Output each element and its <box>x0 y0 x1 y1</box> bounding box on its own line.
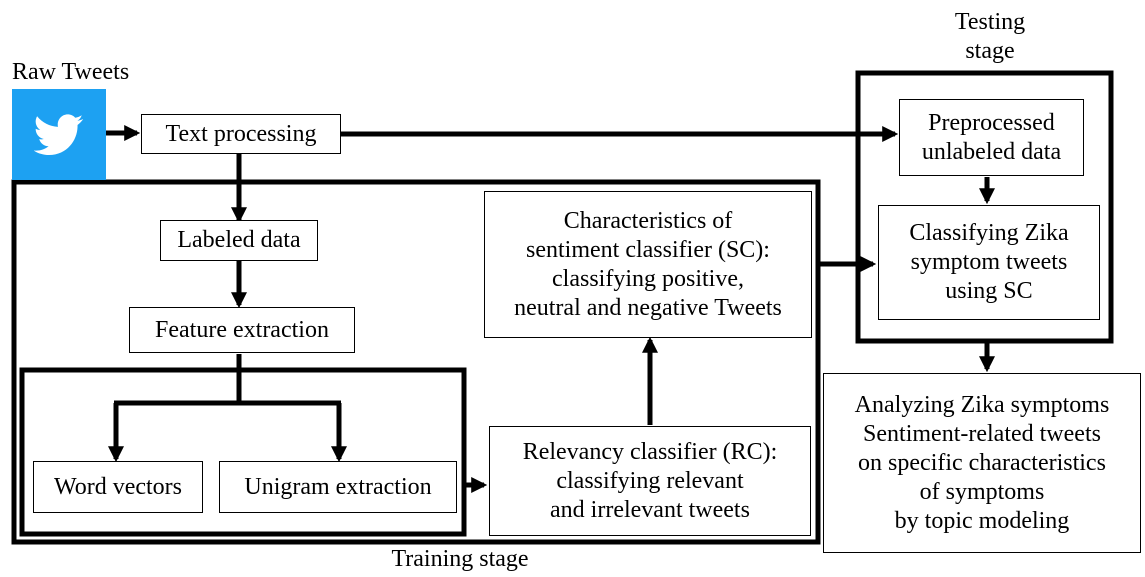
unigram-extraction-label: Unigram extraction <box>244 473 432 500</box>
preprocessed-unlabeled-label: Preprocessed unlabeled data <box>921 109 1062 165</box>
relevancy-classifier-box: Relevancy classifier (RC): classifying r… <box>489 426 811 536</box>
analyzing-zika-box: Analyzing Zika symptoms Sentiment-relate… <box>823 373 1141 553</box>
word-vectors-box: Word vectors <box>33 461 203 513</box>
classifying-zika-label: Classifying Zika symptom tweets using SC <box>909 220 1069 304</box>
preprocessed-unlabeled-box: Preprocessed unlabeled data <box>899 99 1084 176</box>
analyzing-zika-label: Analyzing Zika symptoms Sentiment-relate… <box>854 391 1110 534</box>
training-stage-label: Training stage <box>391 546 529 572</box>
labeled-data-box: Labeled data <box>160 220 318 261</box>
feature-extraction-label: Feature extraction <box>155 316 329 343</box>
testing-stage-label: Testing stage <box>954 9 1026 64</box>
raw-tweets-label: Raw Tweets <box>12 59 130 85</box>
twitter-logo-tile <box>12 89 106 180</box>
sentiment-classifier-box: Characteristics of sentiment classifier … <box>484 191 812 338</box>
text-processing-label: Text processing <box>165 120 317 147</box>
labeled-data-label: Labeled data <box>177 227 301 253</box>
twitter-bird-icon <box>34 113 84 155</box>
sentiment-classifier-label: Characteristics of sentiment classifier … <box>514 207 782 321</box>
text-processing-box: Text processing <box>141 114 341 154</box>
classifying-zika-box: Classifying Zika symptom tweets using SC <box>878 205 1100 320</box>
unigram-extraction-box: Unigram extraction <box>219 461 457 513</box>
training-stage-frame <box>11 179 821 545</box>
word-vectors-label: Word vectors <box>53 473 183 500</box>
unigram-subframe <box>19 367 467 537</box>
feature-extraction-box: Feature extraction <box>129 307 355 353</box>
relevancy-classifier-label: Relevancy classifier (RC): classifying r… <box>522 438 778 523</box>
